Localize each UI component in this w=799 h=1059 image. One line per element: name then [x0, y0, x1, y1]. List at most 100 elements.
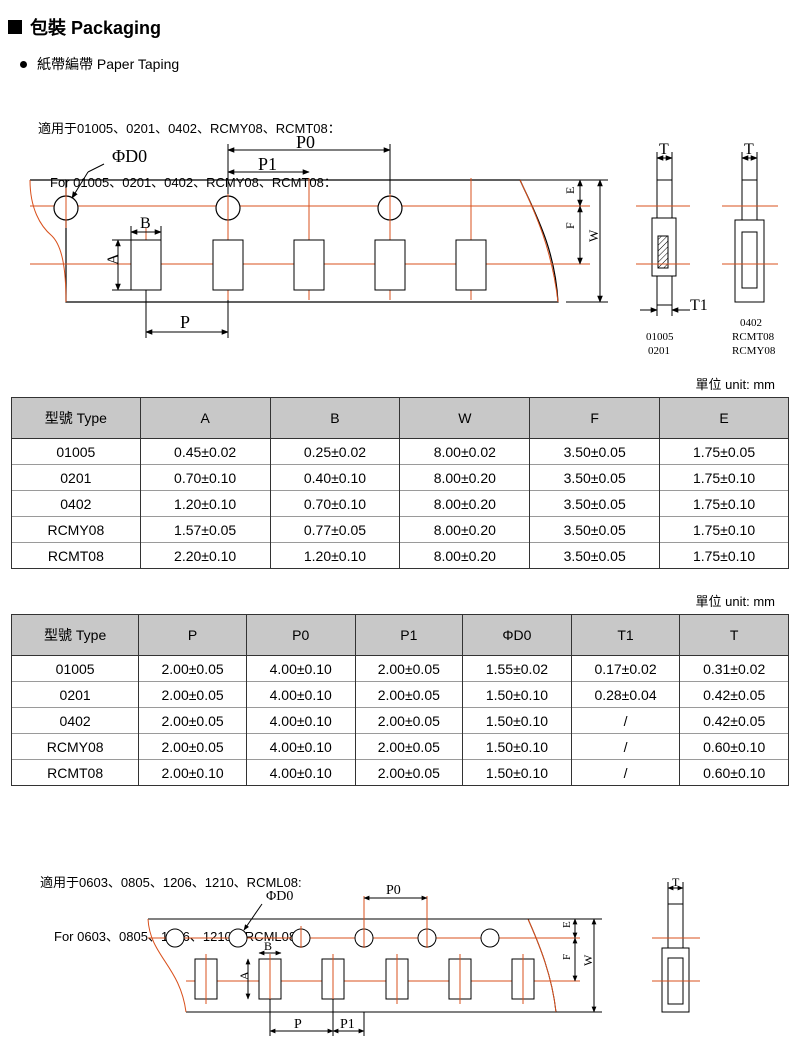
- label-p0: P0: [296, 132, 315, 152]
- table-header-cell: F: [529, 397, 661, 439]
- label2-d0: ΦD0: [266, 889, 293, 904]
- table-cell: 3.50±0.05: [529, 516, 661, 543]
- label-b: B: [140, 215, 151, 232]
- table-cell: 1.50±0.10: [462, 733, 572, 760]
- label2-b: B: [264, 939, 272, 953]
- label2-w: W: [581, 954, 595, 966]
- table-cell: 2.00±0.10: [138, 759, 247, 786]
- table-header-cell: P: [138, 614, 247, 656]
- applies-en-1: For 01005、0201、0402、RCMY08、RCMT08：: [50, 175, 337, 190]
- table-cell: 2.00±0.05: [354, 707, 464, 734]
- table-header-cell: 型號 Type: [10, 614, 140, 656]
- table-cell: 2.00±0.05: [354, 655, 464, 682]
- table-header-cell: P0: [245, 614, 356, 656]
- paper-tape-diagram-2: ΦD0 P0 B A P P1 E F W T: [147, 876, 700, 1036]
- table-cell: 1.75±0.10: [659, 542, 789, 569]
- table-cell: 01005: [10, 655, 140, 682]
- table-cell: 0.17±0.02: [570, 655, 681, 682]
- table-cell: 0.45±0.02: [139, 438, 271, 465]
- table-cell: 2.00±0.05: [138, 707, 247, 734]
- table-cell: 1.75±0.10: [659, 516, 789, 543]
- table-cell: 0402: [11, 490, 141, 517]
- table-cell: 0.40±0.10: [269, 464, 401, 491]
- side2-type-2: RCMT08: [732, 331, 775, 343]
- table-cell: /: [570, 733, 681, 760]
- table-cell: 0.31±0.02: [679, 655, 789, 682]
- label-p: P: [180, 312, 190, 332]
- table-cell: 8.00±0.20: [399, 490, 531, 517]
- table-cell: 8.00±0.20: [399, 516, 531, 543]
- table-cell: 2.20±0.10: [139, 542, 271, 569]
- table-cell: 0.28±0.04: [570, 681, 681, 708]
- label2-p0: P0: [386, 883, 401, 898]
- bullet-icon: [20, 60, 27, 68]
- table-header-cell: B: [269, 397, 401, 439]
- table-cell: 4.00±0.10: [245, 733, 356, 760]
- label2-e: E: [561, 921, 573, 928]
- table-cell: 8.00±0.02: [399, 438, 531, 465]
- table-cell: 2.00±0.05: [354, 759, 464, 786]
- label2-p1: P1: [340, 1017, 355, 1032]
- table-cell: 0201: [10, 681, 140, 708]
- label2-a: A: [237, 971, 251, 980]
- label-w: W: [586, 229, 601, 242]
- table-cell: RCMT08: [10, 759, 140, 786]
- table-cell: 3.50±0.05: [529, 490, 661, 517]
- label-f: F: [563, 222, 577, 229]
- table-cell: 2.00±0.05: [138, 681, 247, 708]
- table-cell: 1.50±0.10: [462, 681, 572, 708]
- table-cell: 1.75±0.10: [659, 464, 789, 491]
- table-cell: 8.00±0.20: [399, 542, 531, 569]
- label-t-side2: T: [744, 141, 754, 158]
- table-cell: 1.75±0.05: [659, 438, 789, 465]
- table-cell: 1.20±0.10: [269, 542, 401, 569]
- table-header-cell: W: [399, 397, 531, 439]
- table-cell: 2.00±0.05: [138, 733, 247, 760]
- table-cell: 3.50±0.05: [529, 438, 661, 465]
- side2-type-3: RCMY08: [732, 345, 776, 357]
- label2-p: P: [294, 1017, 302, 1032]
- table-cell: 01005: [11, 438, 141, 465]
- table-cell: 0.42±0.05: [679, 681, 789, 708]
- table-header-cell: 型號 Type: [11, 397, 141, 439]
- table-cell: 0402: [10, 707, 140, 734]
- square-bullet-icon: [8, 20, 22, 34]
- table-cell: 8.00±0.20: [399, 464, 531, 491]
- table-cell: 0.70±0.10: [139, 464, 271, 491]
- applies-cn-2: 適用于0603、0805、1206、1210、RCML08:: [40, 875, 302, 890]
- table-header-cell: A: [139, 397, 271, 439]
- table-cell: RCMY08: [10, 733, 140, 760]
- table-cell: 0201: [11, 464, 141, 491]
- side2-type-1: 0402: [740, 317, 762, 329]
- applies-cn-1: 適用于01005、0201、0402、RCMY08、RCMT08：: [38, 121, 341, 136]
- table-cell: 1.20±0.10: [139, 490, 271, 517]
- table-cell: 4.00±0.10: [245, 681, 356, 708]
- table-cell: 0.25±0.02: [269, 438, 401, 465]
- table-cell: 1.50±0.10: [462, 707, 572, 734]
- section-subtitle-text: 紙帶編帶 Paper Taping: [37, 56, 180, 72]
- label-p1: P1: [258, 154, 277, 174]
- table-cell: 4.00±0.10: [245, 759, 356, 786]
- table-header-cell: E: [659, 397, 789, 439]
- table-cell: 1.75±0.10: [659, 490, 789, 517]
- table-header-cell: ΦD0: [462, 614, 572, 656]
- table-cell: 4.00±0.10: [245, 655, 356, 682]
- unit-label-2: 單位 unit: mm: [695, 594, 775, 609]
- label-d0: ΦD0: [112, 146, 147, 166]
- side1-type-2: 0201: [648, 345, 670, 357]
- section-title: 包裝 Packaging: [8, 14, 161, 40]
- table-header-cell: T1: [570, 614, 681, 656]
- table-cell: /: [570, 759, 681, 786]
- unit-label-1: 單位 unit: mm: [695, 377, 775, 392]
- table-cell: 0.42±0.05: [679, 707, 789, 734]
- label-a: A: [105, 253, 122, 265]
